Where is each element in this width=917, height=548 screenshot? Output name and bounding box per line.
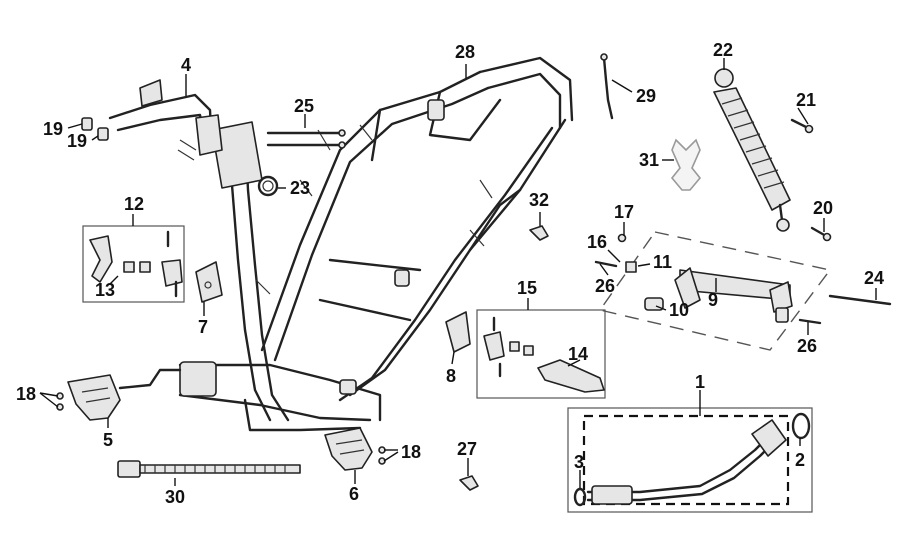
part-5-left-footrest [67,368,182,421]
callout-31: 31 [639,150,659,170]
callout-21: 21 [796,90,816,110]
part-19-nuts [81,117,109,141]
callout-28: 28 [455,42,475,62]
callout-numbers: 4 19 19 25 23 12 13 7 18 5 6 18 30 28 29… [16,40,884,507]
callout-14: 14 [568,344,588,364]
part-21-bolt [790,118,814,134]
callout-32: 32 [529,190,549,210]
callout-26-left: 26 [595,276,615,296]
callout-6: 6 [349,484,359,504]
callout-9: 9 [708,290,718,310]
part-6-right-footrest [324,427,373,471]
callout-19-upper: 19 [43,119,63,139]
callout-20: 20 [813,198,833,218]
stand-assembly [594,231,892,351]
callout-27: 27 [457,439,477,459]
callout-18-left: 18 [16,384,36,404]
callout-26-right: 26 [797,336,817,356]
callout-16: 16 [587,232,607,252]
part-12-bracket-kit [82,225,185,303]
callout-3: 3 [574,452,584,472]
leader-lines [39,58,877,488]
callout-7: 7 [198,317,208,337]
callout-12: 12 [124,194,144,214]
callout-10: 10 [669,300,689,320]
callout-19-lower: 19 [67,131,87,151]
part-22-shock-absorber [713,68,791,232]
callout-11: 11 [653,252,672,272]
callout-25: 25 [294,96,314,116]
part-30-cable-tie [117,460,301,478]
part-1-hose-kit [567,407,813,513]
main-frame [178,56,574,432]
callout-2: 2 [795,450,805,470]
callout-18-right: 18 [401,442,421,462]
callout-4: 4 [181,55,191,75]
callout-24: 24 [864,268,884,288]
part-29-cable [600,53,614,120]
part-25-long-bolts [266,129,346,149]
part-7-bracket [195,261,223,303]
part-32-clip [529,225,549,241]
callout-5: 5 [103,430,113,450]
callout-17: 17 [614,202,634,222]
part-23-ring [257,175,279,197]
callout-29: 29 [636,86,656,106]
part-31-clip [670,138,702,191]
callout-23: 23 [290,178,310,198]
part-15-bracket-kit [476,309,606,399]
part-8-bracket [445,311,471,353]
part-20-bolt [810,226,832,242]
callout-15: 15 [517,278,537,298]
part-27-clip [459,475,479,491]
callout-13: 13 [95,280,115,300]
callout-1: 1 [695,372,705,392]
part-4-upper-bracket [108,79,223,161]
callout-30: 30 [165,487,185,507]
callout-22: 22 [713,40,733,60]
callout-8: 8 [446,366,456,386]
